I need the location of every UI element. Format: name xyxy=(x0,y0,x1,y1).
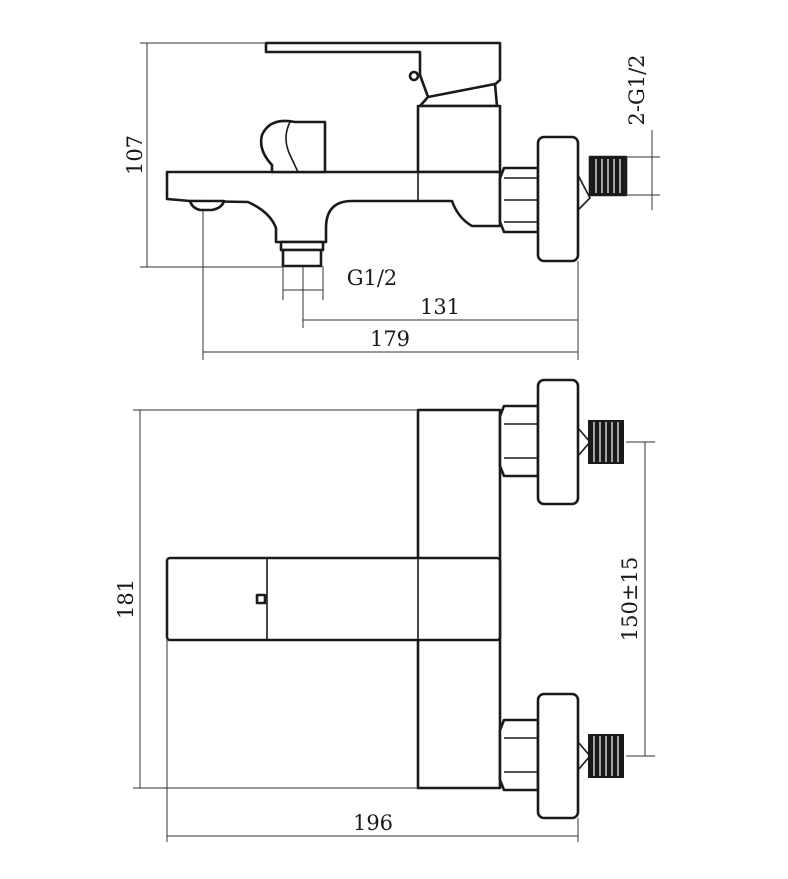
top-upper-thread-lines xyxy=(593,422,619,462)
dim-inlet-spacing-label: 150±15 xyxy=(618,557,642,641)
top-lower-hex-nut xyxy=(498,718,540,792)
side-diverter-cap xyxy=(285,121,299,173)
dim-total-length-label: 196 xyxy=(353,811,393,835)
top-lever-pin xyxy=(255,593,267,605)
side-view: 107 2-G1/2 G1/2 131 179 xyxy=(123,41,660,360)
top-dimension-lines xyxy=(133,409,655,842)
top-upper-flange xyxy=(536,378,580,506)
top-lower-flange xyxy=(536,692,580,820)
dim-outlet-to-inlet-label: 131 xyxy=(420,295,460,319)
side-thread-lines xyxy=(595,159,621,193)
dim-height-label: 107 xyxy=(123,135,147,175)
top-lower-thread-lines xyxy=(593,736,619,776)
side-aerator xyxy=(281,248,323,268)
top-upper-hex-nut xyxy=(498,404,540,478)
dim-depth-label: 181 xyxy=(114,579,138,619)
dim-outlet-thread-label: G1/2 xyxy=(347,266,398,290)
top-spout xyxy=(165,556,502,642)
side-lever-pin xyxy=(408,70,420,82)
side-cartridge-body xyxy=(416,104,502,174)
side-dimension-lines xyxy=(140,42,660,360)
dim-spout-to-inlet-label: 179 xyxy=(370,327,410,351)
side-flange xyxy=(536,135,580,263)
side-spout-outlet xyxy=(188,199,226,212)
top-view: 181 150±15 196 xyxy=(114,378,655,842)
side-main-body xyxy=(165,170,502,244)
dim-inlet-thread-label: 2-G1/2 xyxy=(625,54,649,125)
side-diverter-knob xyxy=(259,119,327,174)
